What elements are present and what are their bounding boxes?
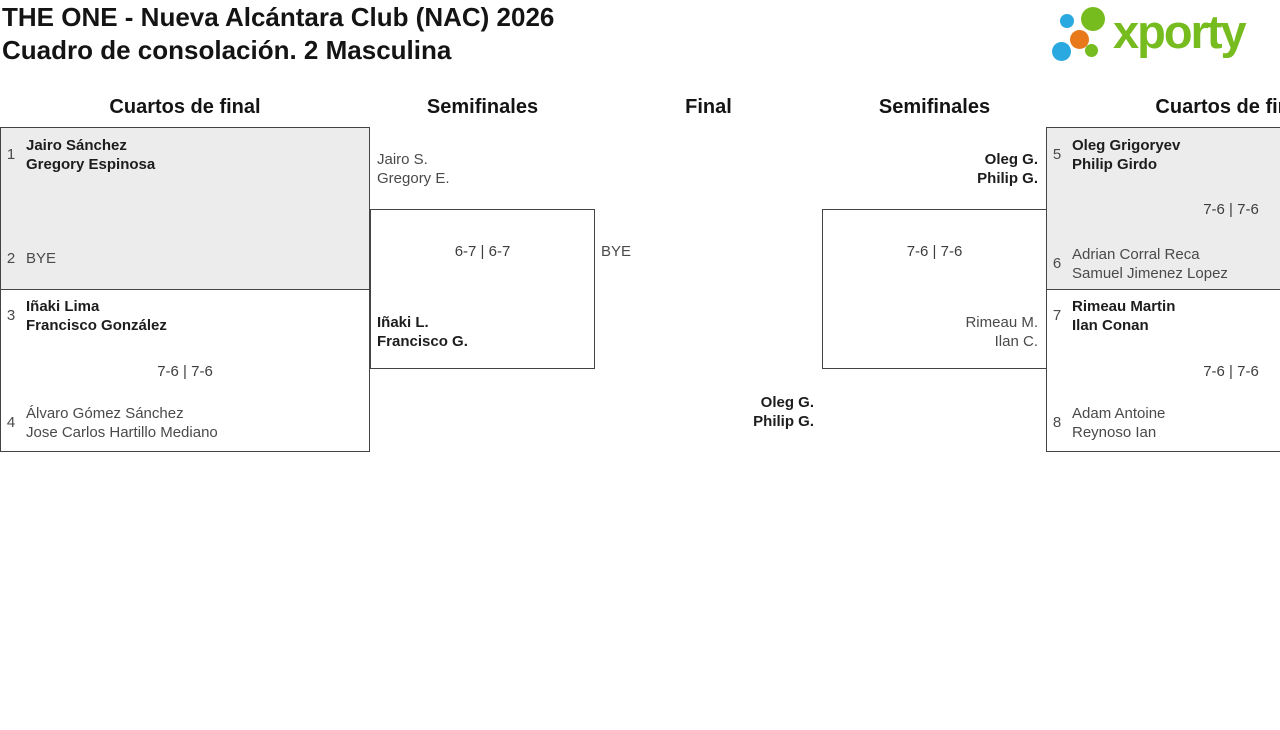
team-qf2-bottom: Álvaro Gómez Sánchez Jose Carlos Hartill… [26, 404, 218, 442]
team-name: Philip Girdo [1072, 156, 1157, 173]
match-score: 7-6 | 7-6 [906, 243, 963, 260]
team-qf1-top: Jairo Sánchez Gregory Espinosa [26, 136, 155, 174]
team-qf4-bottom: Adam Antoine Reynoso Ian [1072, 404, 1165, 442]
team-name: Francisco González [26, 317, 167, 334]
team-name: BYE [26, 250, 57, 267]
team-name: Francisco G. [377, 333, 468, 350]
match-score: 7-6 | 7-6 [1203, 201, 1259, 218]
logo-dot-blue-large-icon [1052, 42, 1071, 61]
page-title-line1: THE ONE - Nueva Alcántara Club (NAC) 202… [2, 2, 555, 32]
team-name: Jairo Sánchez [26, 137, 127, 154]
team-name: Rimeau M. [965, 314, 1038, 331]
logo-dot-orange-icon [1070, 30, 1089, 49]
team-sf-right-bottom: Rimeau M. Ilan C. [965, 313, 1038, 351]
match-box-qf-left-2[interactable] [0, 289, 370, 452]
seed-number: 8 [1052, 414, 1062, 431]
seed-number: 5 [1052, 146, 1062, 163]
team-name: Jose Carlos Hartillo Mediano [26, 424, 218, 441]
team-name: Oleg G. [760, 394, 814, 411]
match-box-qf-left-1[interactable] [0, 127, 370, 290]
seed-number: 3 [6, 307, 16, 324]
team-qf2-top: Iñaki Lima Francisco González [26, 297, 167, 335]
team-sf-left-top: Jairo S. Gregory E. [377, 150, 450, 188]
team-name: Reynoso Ian [1072, 424, 1157, 441]
team-name: Iñaki Lima [26, 298, 100, 315]
round-header-qf-left: Cuartos de final [109, 96, 261, 118]
team-name: Philip G. [977, 170, 1038, 187]
team-final-right: Oleg G. Philip G. [753, 393, 814, 431]
team-name: Jairo S. [377, 151, 428, 168]
round-header-sf-left: Semifinales [426, 96, 539, 118]
match-box-qf-right-2[interactable] [1046, 289, 1280, 452]
team-name: Ilan Conan [1072, 317, 1149, 334]
team-qf4-top: Rimeau Martin Ilan Conan [1072, 297, 1175, 335]
team-qf3-top: Oleg Grigoryev Philip Girdo [1072, 136, 1180, 174]
seed-number: 7 [1052, 307, 1062, 324]
page-title-line2: Cuadro de consolación. 2 Masculina [2, 35, 452, 65]
team-name: Gregory E. [377, 170, 450, 187]
team-qf1-bottom: BYE [26, 249, 56, 268]
match-box-qf-right-1[interactable] [1046, 127, 1280, 290]
team-name: Philip G. [753, 413, 814, 430]
team-name: Samuel Jimenez Lopez [1072, 265, 1228, 282]
match-score: 7-6 | 7-6 [1203, 363, 1259, 380]
team-sf-right-top: Oleg G. Philip G. [977, 150, 1038, 188]
round-header-qf-right: Cuartos de final [1155, 96, 1280, 118]
seed-number: 1 [6, 146, 16, 163]
team-name: Iñaki L. [377, 314, 429, 331]
page-title: THE ONE - Nueva Alcántara Club (NAC) 202… [2, 1, 554, 67]
round-header-final: Final [685, 96, 732, 118]
team-qf3-bottom: Adrian Corral Reca Samuel Jimenez Lopez [1072, 245, 1228, 283]
seed-number: 6 [1052, 255, 1062, 272]
team-name: Rimeau Martin [1072, 298, 1176, 315]
logo-dot-green-large-icon [1081, 7, 1105, 31]
match-score: 6-7 | 6-7 [454, 243, 511, 260]
match-box-sf-left[interactable] [370, 209, 595, 369]
team-name: Ilan C. [994, 333, 1038, 350]
team-name: Adam Antoine [1072, 405, 1166, 422]
seed-number: 2 [6, 250, 16, 267]
team-name: Adrian Corral Reca [1072, 246, 1200, 263]
xporty-logo[interactable]: xporty [1048, 4, 1278, 68]
team-name: Oleg Grigoryev [1072, 137, 1181, 154]
seed-number: 4 [6, 414, 16, 431]
team-final-left: BYE [601, 242, 631, 261]
match-score: 7-6 | 7-6 [157, 363, 213, 380]
logo-dot-blue-small-icon [1060, 14, 1074, 28]
team-name: Gregory Espinosa [26, 156, 156, 173]
team-name: Álvaro Gómez Sánchez [26, 405, 184, 422]
brand-wordmark: xporty [1113, 5, 1247, 58]
team-sf-left-bottom: Iñaki L. Francisco G. [377, 313, 468, 351]
round-header-sf-right: Semifinales [878, 96, 991, 118]
match-box-sf-right[interactable] [822, 209, 1047, 369]
team-name: Oleg G. [984, 151, 1038, 168]
team-name: BYE [601, 243, 632, 260]
logo-dot-green-small-icon [1085, 44, 1098, 57]
